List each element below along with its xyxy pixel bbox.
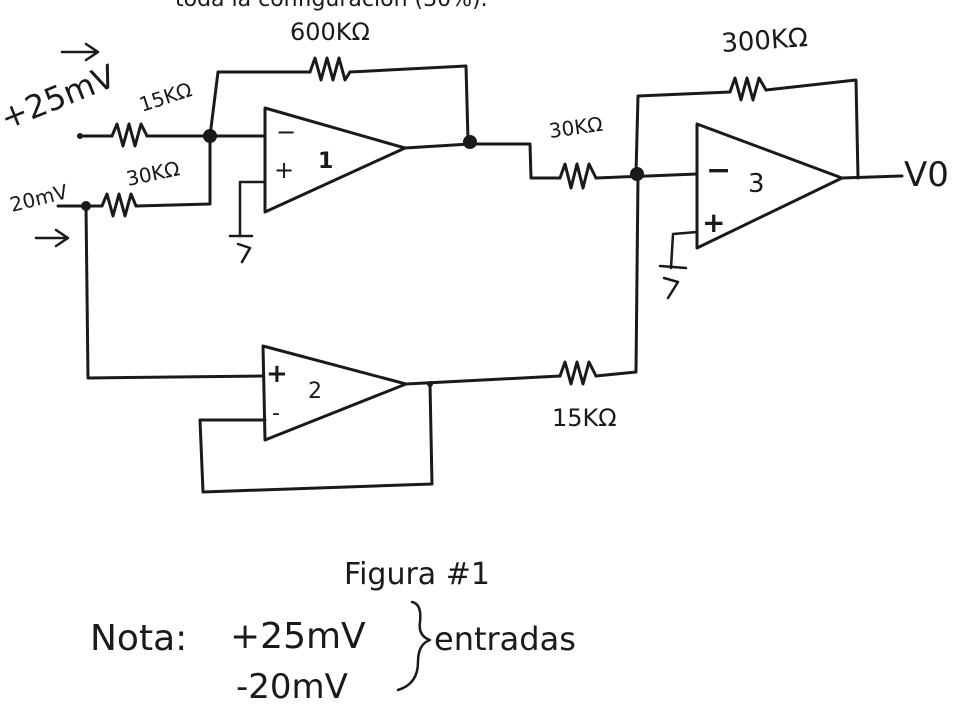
opamp-2-minus: - [272,401,280,426]
note-line-1: +25mV [230,616,366,657]
junction-node-d [81,201,91,211]
opamp-2: + - 2 [261,344,408,442]
opamp-3-plus: + [702,206,725,239]
note-brace-label: entradas [434,620,576,658]
input-1-terminal [77,133,83,139]
opamp-3: − + 3 [695,122,844,250]
resistor-label-300k: 300KΩ [720,23,808,59]
opamp-1-plus: + [274,156,294,184]
opamp-2-plus: + [266,359,288,389]
note-line-2: -20mV [236,667,348,707]
note-label: Nota: [90,618,187,659]
figure-caption: Figura #1 [344,557,490,592]
note-block: Nota: +25mV -20mV entradas [90,600,576,707]
brace-icon [396,600,432,692]
resistor-label-600k: 600KΩ [290,18,370,46]
junction-node-e [427,381,433,387]
junction-node-b [463,135,477,149]
opamp-1: − + 1 [263,106,407,214]
resistor-label-15k-input: 15KΩ [136,77,195,116]
junctions [81,129,644,387]
resistor-label-15k-stage3: 15KΩ [552,404,617,432]
source-label-25mv: +25mV [0,57,121,137]
output-label: V0 [904,155,949,195]
arrow-right-icon [60,42,100,62]
source-label-20mv: 20mV [7,179,70,217]
resistor-label-30k-input: 30KΩ [124,156,182,191]
arrow-right-icon [34,228,70,248]
opamp-1-id: 1 [318,149,333,174]
header-cut-text: toda la configuración (30%). [175,0,488,12]
resistor-label-30k-stage3: 30KΩ [547,112,604,143]
opamp-2-id: 2 [308,379,322,404]
opamp-3-id: 3 [748,169,765,199]
opamp-1-minus: − [276,118,296,146]
junction-node-a [203,129,217,143]
input-arrows [34,42,100,248]
wiring [56,56,904,494]
opamp-3-minus: − [706,153,731,188]
junction-node-c [630,167,644,181]
